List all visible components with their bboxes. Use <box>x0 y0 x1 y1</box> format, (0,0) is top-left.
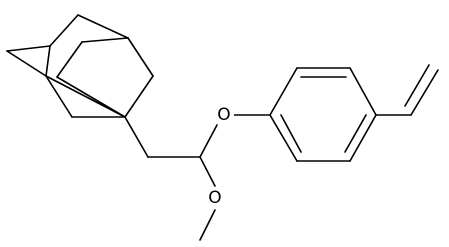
atom-background <box>205 188 225 208</box>
bond-cage <box>77 14 129 39</box>
bond-cage <box>6 45 51 52</box>
bond-vinyl-double-inner <box>404 64 430 107</box>
bond-cage <box>56 41 83 78</box>
bond-cage <box>127 37 154 77</box>
bond-cage <box>56 76 126 118</box>
bond-ring-inner <box>344 114 367 153</box>
adamantane-cage <box>6 14 154 118</box>
ethyl-linker <box>124 116 218 187</box>
phenyl-ring <box>231 67 377 162</box>
methoxy-oxygen-atom: O <box>205 188 225 208</box>
methoxy-oxygen-label: O <box>208 188 221 208</box>
bond-cage <box>45 75 73 118</box>
bond-ring <box>269 114 298 162</box>
bond-ch-to-methoxy-o <box>199 156 216 187</box>
bond-cage <box>49 14 79 47</box>
bond-cage-to-ch2 <box>124 116 149 158</box>
vinyl-group <box>375 64 439 116</box>
bond-methoxy-o-to-ch3 <box>199 209 216 241</box>
bond-ch-to-ether-o <box>199 124 218 158</box>
atom-background <box>214 105 234 125</box>
ether-oxygen-atom: O <box>214 105 234 125</box>
bond-ring-inner <box>280 114 302 153</box>
bond-cage <box>45 45 51 77</box>
ether-oxygen-label: O <box>217 105 230 125</box>
bond-ring <box>269 67 298 116</box>
bond-cage <box>124 75 154 118</box>
bond-cage <box>81 37 129 43</box>
bond-vinyl-double-outer <box>410 69 439 116</box>
bond-cage <box>6 50 47 77</box>
methoxy-group <box>199 209 216 241</box>
bond-ring <box>349 114 377 162</box>
bond-ring <box>349 67 377 116</box>
